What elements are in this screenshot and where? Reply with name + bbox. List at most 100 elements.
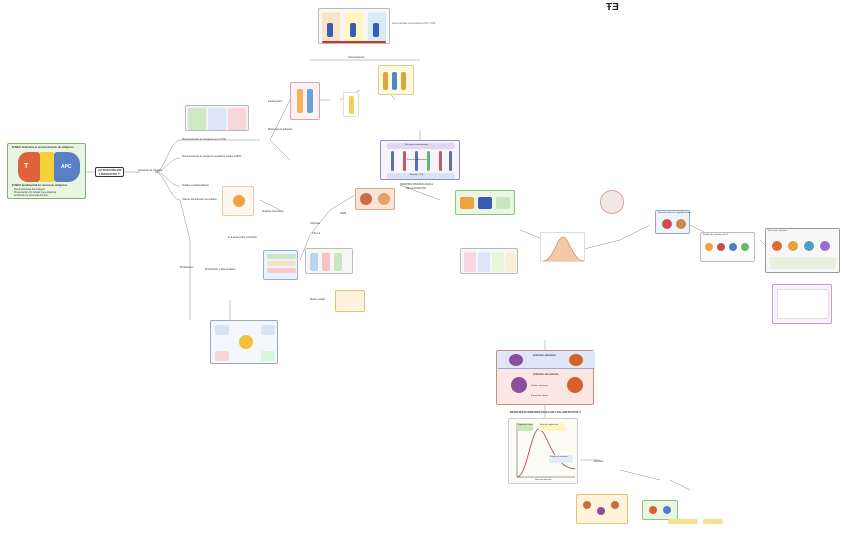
curve-figure xyxy=(540,232,585,262)
memory-inner xyxy=(777,289,829,319)
phase-2: Fase de contracción xyxy=(540,424,559,426)
top-receptor-3 xyxy=(373,23,379,37)
subpop-panel: Diferenciación de subpoblaciones xyxy=(655,210,691,234)
diff-cell-4 xyxy=(506,252,516,272)
chart-title: RESPUESTA INMUNOLÓGICA DE LOS LINFOCITOS… xyxy=(510,410,582,414)
fn-row xyxy=(770,257,836,269)
receptor-cell-a xyxy=(188,108,206,130)
synapse-receptor-3 xyxy=(415,151,418,171)
bottom-figure-2 xyxy=(642,500,678,520)
phase-box-3: Células de memoria xyxy=(549,455,573,463)
fn-cell-2 xyxy=(788,241,798,251)
synapse-receptor-4 xyxy=(427,151,430,171)
signal-figure xyxy=(222,186,254,216)
costim-cell-b xyxy=(378,193,390,205)
ligand-bar xyxy=(349,96,354,114)
branch-7[interactable]: Proliferación y diferenciación xyxy=(205,268,236,271)
pathway-row-2 xyxy=(267,261,296,266)
left-bullet-2: Presentación por células presentadoras xyxy=(14,191,57,194)
central-title-line2: LINFOCITOS T xyxy=(99,172,120,176)
cell-figure xyxy=(600,190,624,214)
top-membrane xyxy=(322,41,386,43)
synapse-subtitle: DE ACTIVACIÓN xyxy=(406,187,426,190)
pathway-panel xyxy=(263,250,298,280)
central-label: Activación de linfocitos xyxy=(138,169,163,172)
function-table: Funciones efectoras xyxy=(765,228,840,273)
cytokine-figure xyxy=(305,248,353,274)
note-6: Muerte celular xyxy=(310,298,326,301)
branch-5[interactable]: Sinapsis inmunitaria xyxy=(262,210,284,213)
top-panel xyxy=(318,8,390,44)
proliferation-panel xyxy=(210,320,278,364)
left-panel: El MHC determina el reconocimiento de an… xyxy=(7,143,86,199)
subpop-cell-b xyxy=(676,219,686,229)
costim-cell-a xyxy=(360,193,372,205)
cyto-dot-3 xyxy=(729,243,737,251)
synapse-title: SINAPSIS INMUNOLÓGICA xyxy=(400,183,434,186)
function-table-title: Funciones efectoras xyxy=(768,230,788,232)
top-panel-note: Las moléculas correceptoras CD4 y CD8 xyxy=(392,22,436,25)
note-box xyxy=(335,290,365,312)
antigen-figure xyxy=(378,65,414,95)
branch-2[interactable]: Reconocimiento de antígenos peptídicos u… xyxy=(182,155,242,158)
response-subtitle: Linfocitos de memoria xyxy=(533,373,559,376)
receptor-cluster xyxy=(185,105,249,131)
subpop-title: Diferenciación de subpoblaciones xyxy=(658,212,691,214)
phase-1: Expansión clonal xyxy=(518,424,534,426)
prolif-cell-4 xyxy=(261,351,275,361)
response-title: Linfocitos efectores xyxy=(533,354,556,357)
memory-cluster-2 xyxy=(567,377,583,393)
apc-shape: APC xyxy=(54,152,80,182)
apc-label: APC xyxy=(61,164,72,170)
note-4: CTLA-4 xyxy=(312,232,321,235)
t-cell-label: T xyxy=(24,163,29,170)
central-title-line1: ACTIVACIÓN DE xyxy=(98,168,122,172)
top-receptor-2 xyxy=(350,23,356,37)
antigen-bar-2 xyxy=(392,72,397,90)
branch-6[interactable]: Citocinas xyxy=(310,222,320,225)
signal-cell xyxy=(233,195,245,207)
activation-panel xyxy=(455,190,515,215)
receptor-cell-c xyxy=(228,108,246,130)
antigen-bar-1 xyxy=(383,72,388,90)
ligand-figure xyxy=(343,92,359,117)
activation-block-1 xyxy=(460,197,474,209)
costim-figure xyxy=(355,188,395,210)
note-2: Moléculas de adhesión xyxy=(268,128,293,131)
diff-cell-3 xyxy=(492,252,504,272)
phase-box-1: Expansión clonal xyxy=(517,423,533,431)
effector-cluster-2 xyxy=(569,354,583,366)
memory-cluster-1 xyxy=(511,377,527,393)
top-receptor-1 xyxy=(327,23,333,37)
branch-3[interactable]: Señales coestimuladoras xyxy=(182,184,209,187)
bottom-highlight-1 xyxy=(668,519,698,524)
bottom-figure-1 xyxy=(576,494,628,524)
response-chart: Expansión clonal Fase de contracción Cél… xyxy=(508,418,578,484)
bf1-dot-3 xyxy=(611,501,619,509)
diff-cell-1 xyxy=(464,252,476,272)
branch-1[interactable]: Reconocimiento de antígenos por el TCR xyxy=(182,138,226,141)
branch-4[interactable]: Vías de transducción de señales xyxy=(182,198,217,201)
synapse-receptor-2 xyxy=(403,151,406,171)
synapse-label-mid: Proteína adaptadora xyxy=(407,159,427,161)
cytokine-profile-panel: Perfiles de citocinas de LT xyxy=(700,232,755,262)
chart-xlabel: Días tras infección xyxy=(535,479,552,481)
central-title-box[interactable]: ACTIVACIÓN DE LINFOCITOS T xyxy=(95,167,124,177)
phase-3: Células de memoria xyxy=(550,456,568,458)
phase-box-2: Fase de contracción xyxy=(539,423,565,431)
bf1-dot-1 xyxy=(583,501,591,509)
cytokine-bar-3 xyxy=(334,253,342,271)
prolif-cell-1 xyxy=(215,325,229,335)
left-panel-title: El MHC determina el reconocimiento de an… xyxy=(12,146,74,149)
receptor-cell-b xyxy=(208,108,226,130)
left-panel-subtitle: El MHC fundamental en reconocer antígeno… xyxy=(12,184,68,187)
cyto-dot-2 xyxy=(717,243,725,251)
t-cell-shape: T xyxy=(18,152,40,182)
cytokine-profile-title: Perfiles de citocinas de LT xyxy=(703,234,729,236)
mhc-chain-a xyxy=(297,89,303,113)
bf2-dot-2 xyxy=(663,506,671,514)
synapse-diagram: Receptor coestimulador Proteína adaptado… xyxy=(380,140,460,180)
receptor-band xyxy=(40,152,54,182)
